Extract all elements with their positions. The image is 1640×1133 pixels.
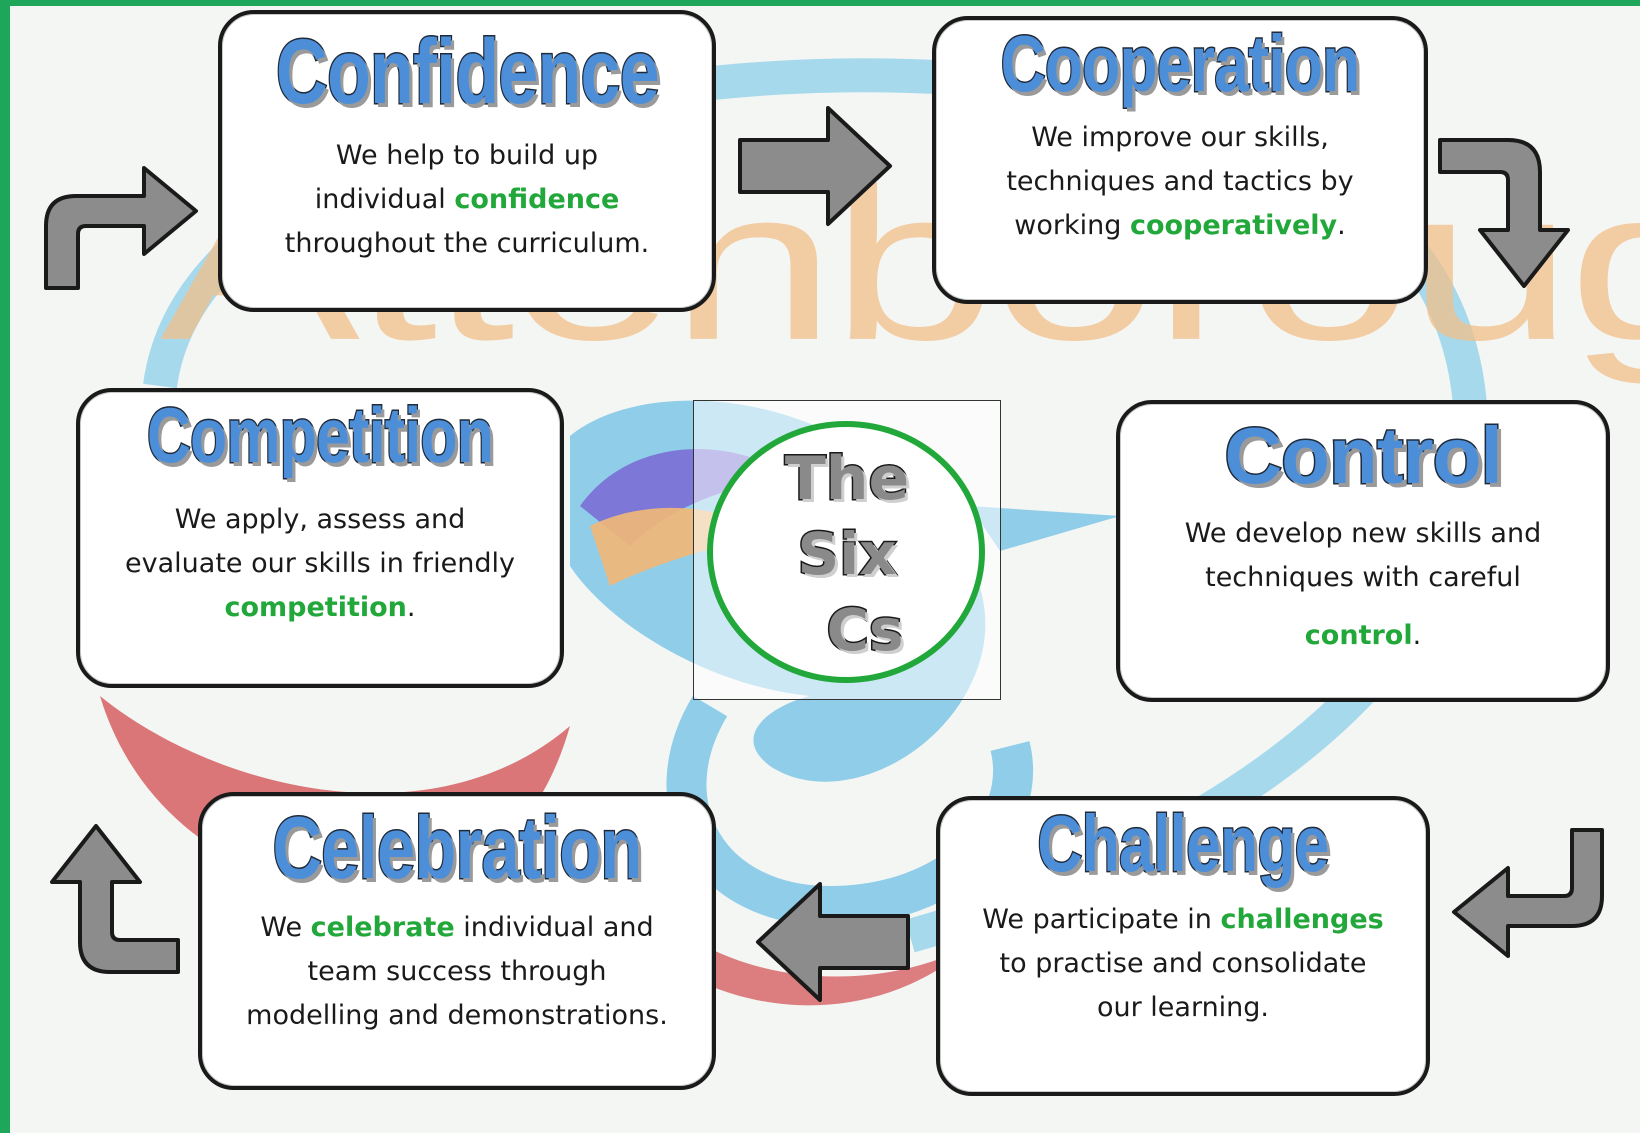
card-challenge-title: Challenge [1036,799,1330,888]
center-six: Six [796,520,898,588]
card-confidence-line2: individual confidence [314,184,620,215]
keyword-challenges: challenges [1220,904,1384,935]
card-challenge-line2: to practise and consolidate [999,948,1367,979]
card-competition: Competition We apply, assess and evaluat… [76,388,564,688]
card-control-line3: control. [1304,620,1422,651]
keyword-competition: competition [224,592,407,623]
card-cooperation-line1: We improve our skills, [1031,122,1329,153]
center-cs: Cs [825,596,905,664]
diagram-canvas: Attenborough The Six Cs Confidence We he… [10,6,1640,1133]
arrow-confidence-to-cooperation [738,106,892,226]
card-challenge: Challenge We participate in challenges t… [936,796,1430,1096]
card-competition-line1: We apply, assess and [174,504,466,535]
card-control-title: Control [1223,411,1504,500]
logo-red-swoosh-2 [650,906,970,1006]
card-competition-title: Competition [146,391,495,479]
card-confidence: Confidence We help to build up individua… [218,10,716,312]
six-cs-ring [707,421,985,683]
card-cooperation-title: Cooperation [999,19,1361,108]
card-celebration-title: Celebration [271,798,643,897]
card-competition-line2: evaluate our skills in friendly [125,548,515,579]
card-cooperation-line3: working cooperatively. [1014,210,1346,241]
card-control-line2: techniques with careful [1205,562,1521,593]
card-control-line1: We develop new skills and [1184,518,1542,549]
card-celebration-line1: We celebrate individual and [260,912,654,943]
card-control: Control We develop new skills and techni… [1116,400,1610,702]
logo-beak [970,506,1120,551]
arrow-cooperation-to-control [1438,138,1570,288]
card-confidence-line3: throughout the curriculum. [284,228,650,259]
arrow-to-confidence [44,166,198,290]
six-cs-center-badge: The Six Cs [693,400,1001,700]
card-cooperation: Cooperation We improve our skills, techn… [932,16,1428,304]
card-challenge-line3: our learning. [1096,992,1270,1023]
card-celebration-line3: modelling and demonstrations. [246,1000,668,1031]
card-challenge-line1: We participate in challenges [982,904,1384,935]
card-celebration-line2: team success through [307,956,607,987]
card-cooperation-line2: techniques and tactics by [1006,166,1354,197]
card-celebration: Celebration We celebrate individual and … [198,792,716,1090]
keyword-confidence: confidence [454,184,620,215]
card-confidence-line1: We help to build up [335,140,599,171]
card-confidence-title: Confidence [275,21,661,123]
card-competition-line3: competition. [224,592,416,623]
arrow-challenge-to-celebration [756,882,910,1002]
keyword-control: control [1304,620,1413,651]
center-the: The [783,444,910,514]
arrow-control-to-challenge [1452,828,1604,958]
arrow-celebration-to-competition [50,824,180,974]
keyword-cooperatively: cooperatively [1129,210,1338,241]
keyword-celebrate: celebrate [310,912,455,943]
